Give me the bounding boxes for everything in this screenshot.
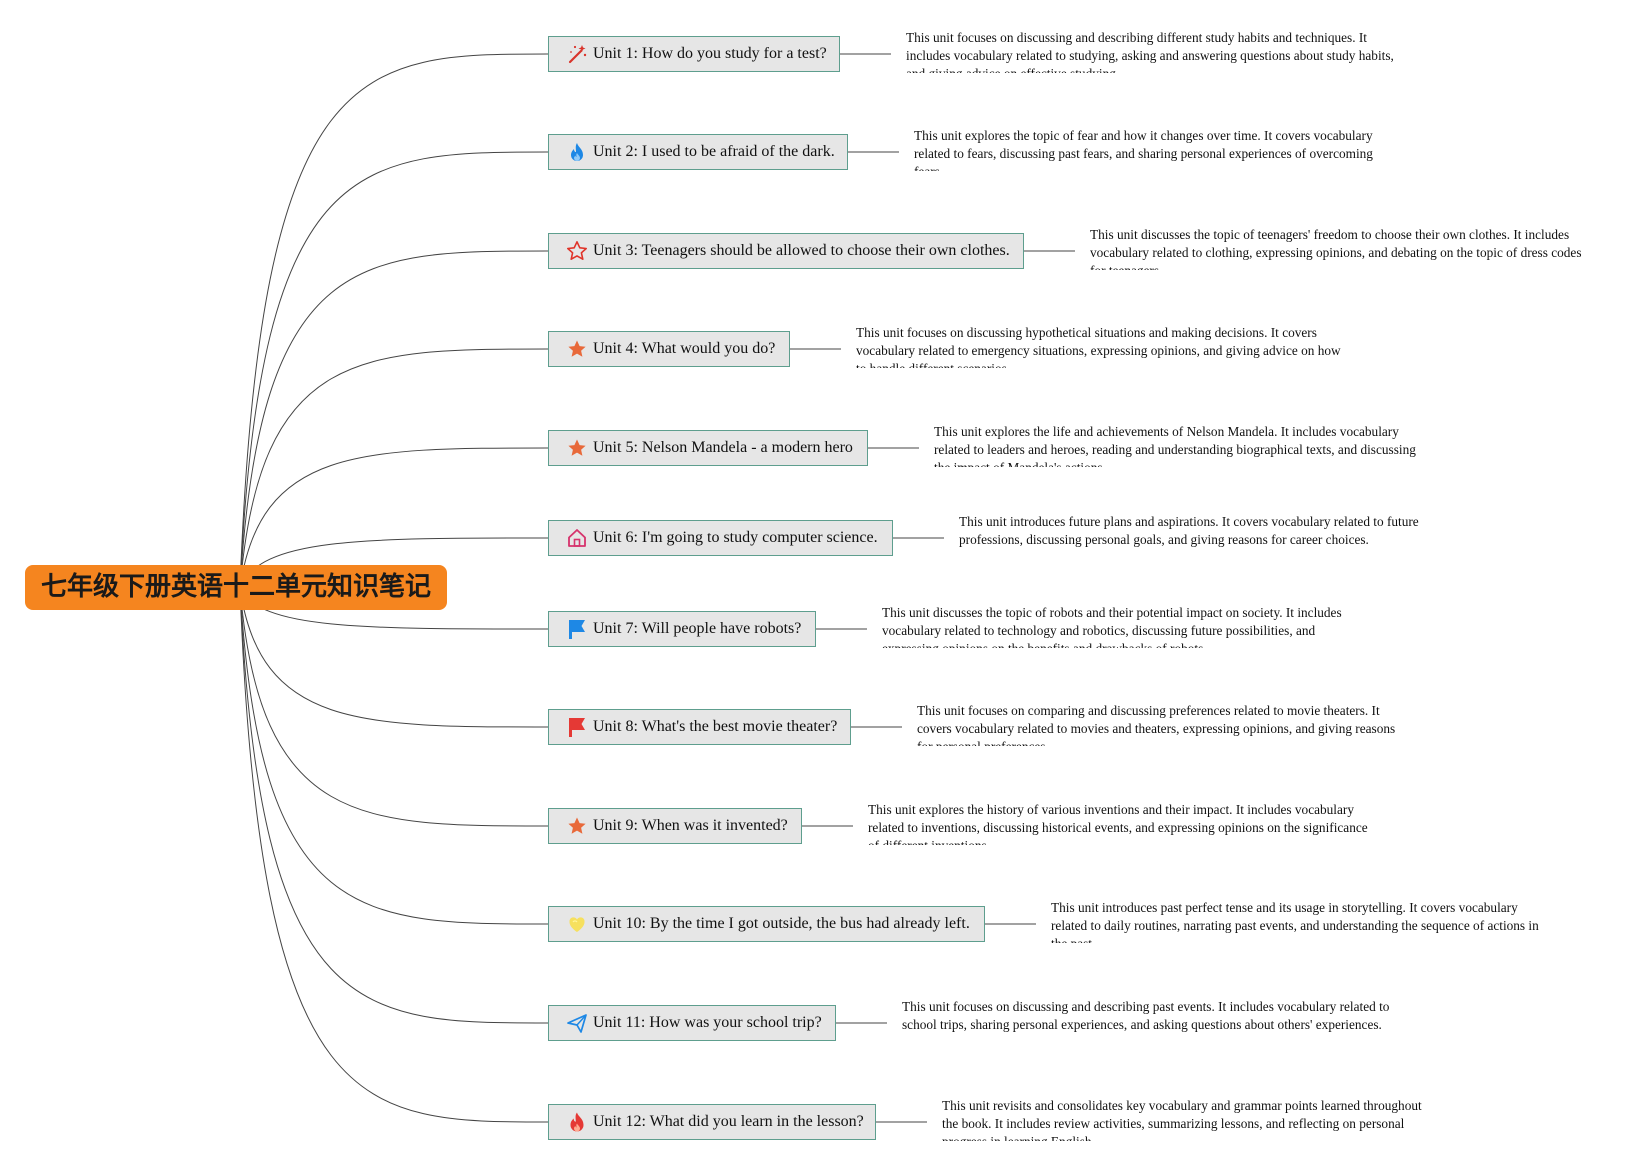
unit-title: Unit 7: Will people have robots? [593,620,802,637]
unit-description-9: This unit explores the history of variou… [868,802,1368,845]
link-root-unit-12 [239,587,549,1123]
link-root-unit-10 [239,587,549,925]
paper-plane-icon [566,1012,588,1034]
unit-description-7: This unit discusses the topic of robots … [882,605,1342,648]
link-root-unit-9 [239,587,549,827]
unit-description-8: This unit focuses on comparing and discu… [917,703,1396,746]
unit-title: Unit 5: Nelson Mandela - a modern hero [593,439,853,456]
link-root-unit-2 [239,151,549,589]
link-root-unit-5 [239,447,549,589]
unit-description-6: This unit introduces future plans and as… [959,514,1419,547]
link-root-unit-1 [239,53,549,589]
unit-node-6[interactable]: Unit 6: I'm going to study computer scie… [548,520,893,556]
unit-node-2[interactable]: Unit 2: I used to be afraid of the dark. [548,134,848,170]
unit-title: Unit 3: Teenagers should be allowed to c… [593,242,1010,259]
unit-description-3: This unit discusses the topic of teenage… [1090,227,1582,270]
unit-node-9[interactable]: Unit 9: When was it invented? [548,808,802,844]
unit-description-2: This unit explores the topic of fear and… [914,128,1373,171]
unit-description-10: This unit introduces past perfect tense … [1051,900,1539,943]
unit-title: Unit 11: How was your school trip? [593,1014,822,1031]
unit-node-5[interactable]: Unit 5: Nelson Mandela - a modern hero [548,430,868,466]
unit-title: Unit 12: What did you learn in the lesso… [593,1113,864,1130]
flame-icon [566,141,588,163]
unit-description-5: This unit explores the life and achievem… [934,424,1416,467]
unit-description-12: This unit revisits and consolidates key … [942,1098,1422,1141]
unit-node-1[interactable]: Unit 1: How do you study for a test? [548,36,840,72]
root-topic[interactable]: 七年级下册英语十二单元知识笔记 [25,565,447,610]
link-root-unit-8 [239,587,549,728]
fire-icon [566,1111,588,1133]
unit-node-12[interactable]: Unit 12: What did you learn in the lesso… [548,1104,876,1140]
unit-title: Unit 4: What would you do? [593,340,776,357]
unit-node-4[interactable]: Unit 4: What would you do? [548,331,790,367]
unit-node-11[interactable]: Unit 11: How was your school trip? [548,1005,836,1041]
unit-title: Unit 2: I used to be afraid of the dark. [593,143,835,160]
magic-wand-icon [566,43,588,65]
unit-node-7[interactable]: Unit 7: Will people have robots? [548,611,816,647]
unit-title: Unit 1: How do you study for a test? [593,45,827,62]
unit-title: Unit 9: When was it invented? [593,817,788,834]
unit-title: Unit 8: What's the best movie theater? [593,718,838,735]
red-flag-icon [566,716,588,738]
unit-title: Unit 6: I'm going to study computer scie… [593,529,878,546]
unit-description-4: This unit focuses on discussing hypothet… [856,325,1341,368]
unit-description-11: This unit focuses on discussing and desc… [902,999,1390,1032]
unit-description-1: This unit focuses on discussing and desc… [906,30,1394,73]
star-icon [566,338,588,360]
unit-node-8[interactable]: Unit 8: What's the best movie theater? [548,709,851,745]
unit-title: Unit 10: By the time I got outside, the … [593,915,970,932]
link-root-unit-11 [239,587,549,1024]
star-outline-icon [566,240,588,262]
link-root-unit-4 [239,348,549,589]
link-root-unit-3 [239,250,549,589]
unit-node-10[interactable]: Unit 10: By the time I got outside, the … [548,906,985,942]
house-icon [566,527,588,549]
heart-icon [566,913,588,935]
unit-node-3[interactable]: Unit 3: Teenagers should be allowed to c… [548,233,1024,269]
blue-flag-icon [566,618,588,640]
star-icon [566,437,588,459]
star-icon [566,815,588,837]
